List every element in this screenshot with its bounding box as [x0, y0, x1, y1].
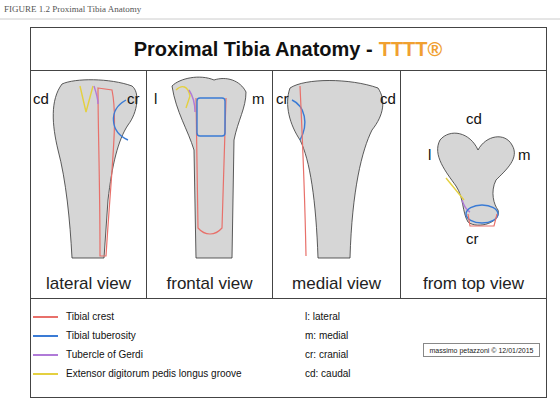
tibia-bone	[288, 81, 383, 259]
header-rule	[0, 19, 560, 20]
direction-label: cd	[380, 90, 396, 107]
gerdi-line	[94, 86, 98, 104]
view-name: from top view	[401, 274, 546, 294]
tibial-tuberosity-line	[113, 100, 128, 140]
view-name: frontal view	[147, 274, 272, 294]
direction-label: m	[518, 146, 531, 163]
view-name: medial view	[273, 274, 400, 294]
key-label: cr: cranial	[305, 349, 348, 360]
groove-line	[176, 87, 190, 108]
legend-swatch	[33, 335, 58, 337]
legend-swatch	[33, 316, 58, 318]
legend-row: Tubercle of Gerdi	[33, 349, 143, 360]
tibial-tuberosity-line	[197, 98, 225, 136]
credit-box: massimo petazzoni © 12/01/2015	[423, 343, 540, 357]
legend-text: Tibial crest	[66, 311, 114, 322]
direction-label: l	[154, 90, 157, 107]
key-label: l: lateral	[305, 311, 340, 322]
legend-row: Extensor digitorum pedis longus groove	[33, 368, 242, 379]
tibia-plateau	[438, 133, 515, 225]
legend-row: Tibial tuberosity	[33, 330, 136, 341]
direction-label: cd	[33, 90, 49, 107]
direction-label: l	[428, 146, 431, 163]
groove-line	[446, 178, 464, 200]
legend-text: Tibial tuberosity	[66, 330, 136, 341]
view-panel: from top view	[400, 70, 547, 299]
view-panel: frontal view	[146, 70, 273, 299]
outer-frame	[31, 28, 547, 398]
key-label: m: medial	[305, 330, 348, 341]
direction-label: cd	[466, 110, 482, 127]
legend-swatch	[33, 373, 58, 375]
view-panel: medial view	[272, 70, 401, 299]
tibia-bone	[172, 77, 246, 258]
tibial-crest-line	[98, 88, 114, 256]
view-panel: lateral view	[30, 70, 147, 299]
tibia-bone	[53, 80, 137, 258]
figure-caption: FIGURE 1.2 Proximal Tibia Anatomy	[4, 4, 141, 14]
legend-row: Tibial crest	[33, 311, 114, 322]
credit-text: massimo petazzoni © 12/01/2015	[424, 347, 539, 354]
legend-text: Extensor digitorum pedis longus groove	[66, 368, 242, 379]
tibial-crest-line	[196, 98, 226, 234]
direction-label: cr	[276, 90, 289, 107]
gerdi-line	[462, 200, 470, 212]
title-row: Proximal Tibia Anatomy - TTTT®	[30, 38, 546, 61]
legend-swatch	[33, 354, 58, 356]
groove-line	[80, 86, 93, 112]
direction-label: cr	[466, 230, 479, 247]
direction-label: m	[252, 90, 265, 107]
key-label: cd: caudal	[305, 368, 351, 379]
diagram-title: Proximal Tibia Anatomy -	[134, 38, 373, 61]
gerdi-line	[189, 90, 195, 112]
tibial-tuberosity-line	[292, 100, 305, 140]
tibial-crest-line	[300, 86, 306, 256]
title-mark: TTTT®	[379, 38, 443, 61]
tibial-crest-line	[468, 214, 497, 226]
tibial-tuberosity-line	[466, 205, 498, 223]
view-name: lateral view	[31, 274, 146, 294]
direction-label: cr	[127, 90, 140, 107]
legend-text: Tubercle of Gerdi	[66, 349, 143, 360]
